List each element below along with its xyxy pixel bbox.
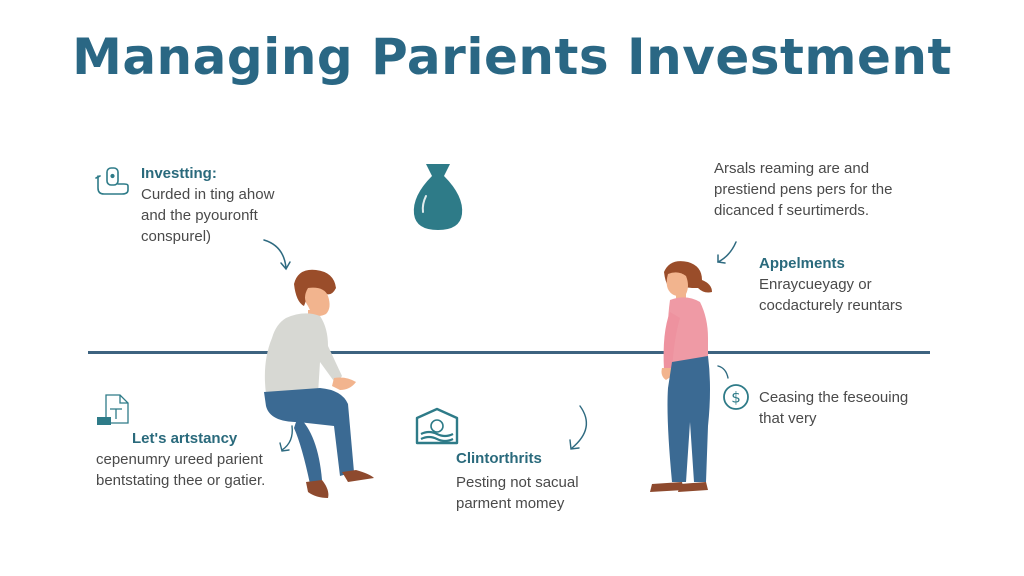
clintorthrits-line-1: Pesting not sacual: [456, 474, 579, 491]
dollar-circle-icon: $: [723, 384, 749, 410]
money-bag-icon: [413, 164, 463, 230]
top-right-line-3: dicanced f seurtimerds.: [714, 202, 870, 219]
appelments-block: Appelments Enraycueyagy or cocdacturely …: [759, 253, 902, 316]
investing-line-3: conspurel): [141, 228, 212, 245]
clintorthrits-heading: Clintorthrits: [456, 450, 542, 467]
artstancy-heading: Let's artstancy: [132, 430, 238, 447]
svg-text:$: $: [731, 389, 741, 407]
ceasing-line-1: Ceasing the feseouing: [759, 389, 909, 406]
top-right-block: Arsals reaming are and prestiend pens pe…: [714, 158, 892, 221]
divider-line: [88, 351, 930, 354]
hand-phone-icon: [95, 167, 129, 195]
ceasing-block: Ceasing the feseouing that very: [759, 387, 908, 429]
artstancy-line-2: bentstating thee or gatier.: [96, 472, 266, 489]
appelments-heading: Appelments: [759, 255, 845, 272]
document-icon: [97, 394, 129, 425]
top-right-line-1: Arsals reaming are and: [714, 160, 870, 177]
appelments-line-1: Enraycueyagy or: [759, 276, 872, 293]
page-title: Managing Parients Investment: [72, 28, 952, 86]
arrow-curve-icon: [569, 405, 588, 450]
money-envelope-icon: [415, 407, 459, 445]
clintorthrits-block: Clintorthrits Pesting not sacual parment…: [456, 448, 579, 514]
arrow-down-left-icon: [717, 241, 737, 264]
artstancy-line-1: cepenumry ureed parient: [96, 451, 263, 468]
investing-line-1: Curded in ting ahow: [141, 186, 275, 203]
investing-block: Investting: Curded in ting ahow and the …: [141, 163, 274, 247]
small-curve-icon: [717, 365, 729, 379]
investing-heading: Investting:: [141, 165, 217, 182]
top-right-line-2: prestiend pens pers for the: [714, 181, 893, 198]
arrow-down-icon: [263, 239, 291, 271]
arrow-down-left-icon-2: [279, 425, 293, 452]
artstancy-block: Let's artstancy cepenumry ureed parient …: [96, 428, 265, 491]
standing-woman-figure: [650, 261, 712, 492]
ceasing-line-2: that very: [759, 410, 817, 427]
seated-man-figure: [264, 269, 374, 498]
investing-line-2: and the pyouronft: [141, 207, 258, 224]
appelments-line-2: cocdacturely reuntars: [759, 297, 903, 314]
clintorthrits-line-2: parment momey: [456, 495, 565, 512]
